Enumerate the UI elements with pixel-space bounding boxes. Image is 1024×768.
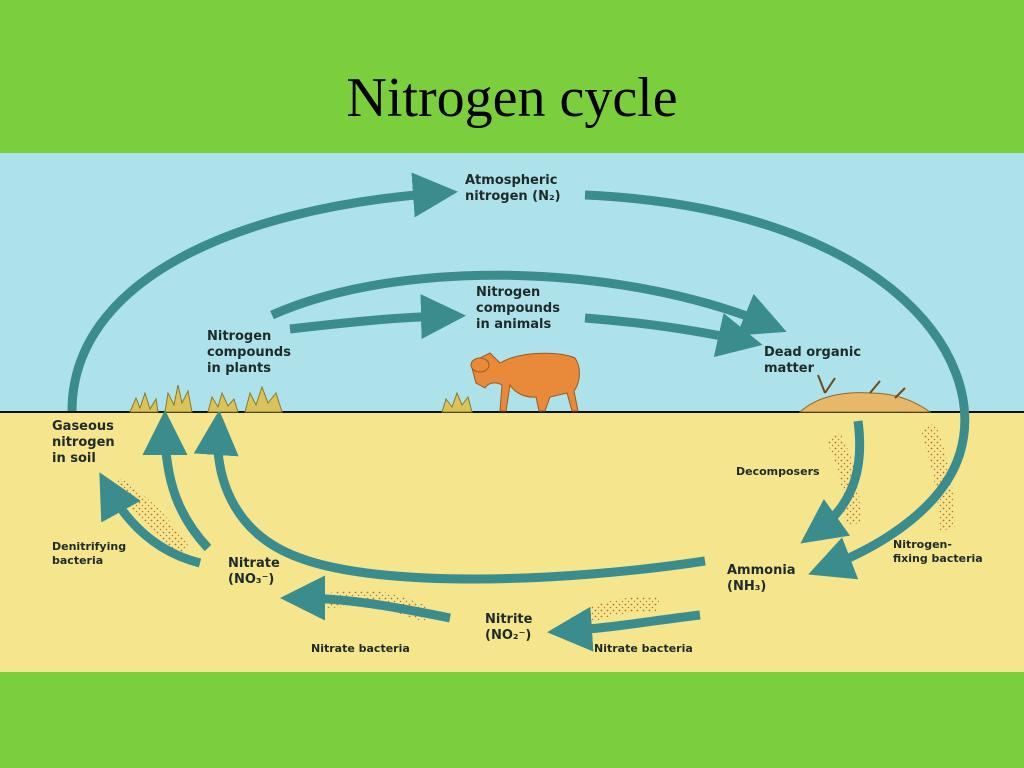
label-dead-organic-matter: Dead organic matter — [764, 345, 861, 377]
arrow-soil-to-atmosphere — [67, 172, 458, 412]
label-line: Dead organic — [764, 345, 862, 360]
page-title: Nitrogen cycle — [346, 67, 678, 129]
arrow-atmosphere-to-ammonia — [584, 190, 970, 580]
label-ammonia: Ammonia (NH₃) — [727, 563, 796, 595]
label-line: bacteria — [52, 554, 104, 567]
label-nitrogen-in-plants: Nitrogen compounds in plants — [207, 329, 291, 377]
label-line: matter — [764, 361, 814, 376]
label-line: compounds — [476, 301, 560, 316]
diagram-canvas — [0, 153, 1024, 672]
label-line: fixing bacteria — [893, 552, 983, 565]
label-line: Nitrogen- — [893, 538, 952, 551]
arrow-ammonia-to-plants — [193, 410, 706, 584]
label-line: in animals — [476, 317, 552, 332]
label-line: compounds — [207, 345, 291, 360]
arrow-plants-to-animals — [289, 294, 466, 340]
arrow-nitrate-to-plants — [142, 410, 212, 552]
label-nitrate-bacteria-right: Nitrate bacteria — [594, 642, 693, 655]
label-nitrite: Nitrite (NO₂⁻) — [485, 612, 532, 644]
label-line: Nitrite — [485, 612, 533, 627]
label-nitrogen-in-animals: Nitrogen compounds in animals — [476, 285, 560, 333]
label-decomposers: Decomposers — [736, 465, 820, 478]
grass-tuft-icon — [129, 384, 473, 413]
label-line: (NO₃⁻) — [228, 572, 275, 587]
label-gaseous-nitrogen: Gaseous nitrogen in soil — [52, 419, 115, 467]
arrow-ammonia-to-nitrite — [547, 606, 701, 652]
label-line: nitrogen (N₂) — [465, 189, 561, 204]
nitrogen-cycle-diagram: Atmospheric nitrogen (N₂) Nitrogen compo… — [0, 153, 1024, 672]
arrow-plants-to-dead — [270, 270, 787, 336]
arrow-dead-to-ammonia — [800, 420, 865, 544]
label-line: Nitrate — [228, 556, 280, 571]
label-denitrifying-bacteria: Denitrifying bacteria — [52, 540, 126, 568]
arrow-nitrite-to-nitrate — [280, 575, 451, 623]
label-atmospheric-nitrogen: Atmospheric nitrogen (N₂) — [465, 173, 561, 205]
label-line: Gaseous — [52, 419, 114, 434]
label-line: (NH₃) — [727, 579, 767, 594]
arrow-animals-to-dead — [584, 313, 763, 358]
label-nitrate-bacteria-left: Nitrate bacteria — [311, 642, 410, 655]
label-line: nitrogen — [52, 435, 115, 450]
label-line: Denitrifying — [52, 540, 127, 553]
animal-icon — [470, 352, 580, 412]
arrow-nitrate-to-gaseous — [99, 472, 202, 568]
label-nitrogen-fixing-bacteria: Nitrogen- fixing bacteria — [893, 538, 983, 566]
label-line: (NO₂⁻) — [485, 628, 532, 643]
label-line: Atmospheric — [465, 173, 558, 188]
label-nitrate: Nitrate (NO₃⁻) — [228, 556, 280, 588]
label-line: Nitrogen — [207, 329, 272, 344]
decaying-matter-icon — [798, 374, 932, 413]
label-line: in soil — [52, 451, 96, 466]
label-line: Ammonia — [727, 563, 796, 578]
label-line: Nitrogen — [476, 285, 541, 300]
label-line: in plants — [207, 361, 271, 376]
